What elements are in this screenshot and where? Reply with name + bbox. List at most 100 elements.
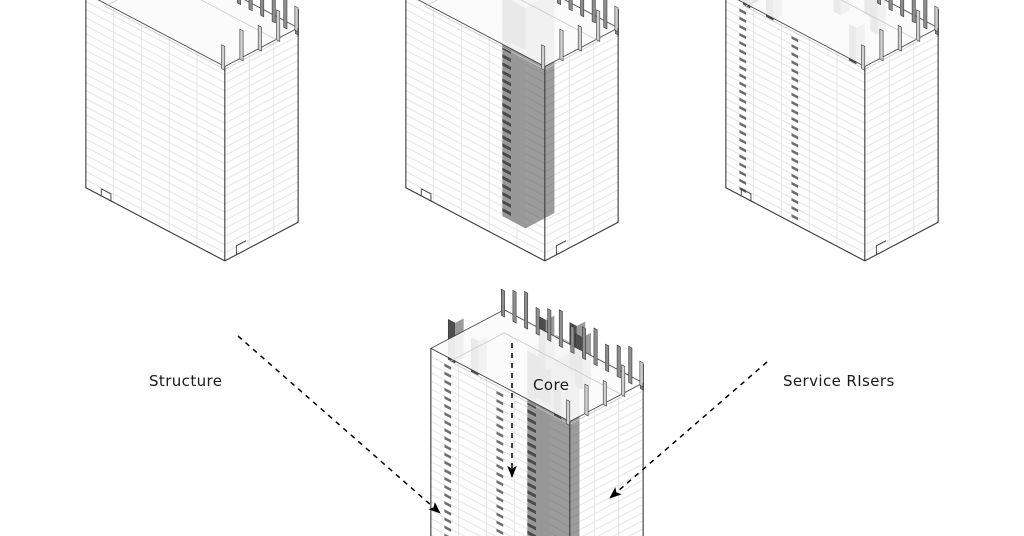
- riser-branch-tick: [791, 189, 799, 197]
- roof-column-stub: [591, 0, 596, 24]
- riser-branch-tick: [791, 141, 799, 148]
- core-floor-tick: [527, 433, 537, 442]
- core-floor-tick: [527, 409, 537, 418]
- core-floor-tick: [502, 135, 512, 144]
- riser-branch-tick: [444, 404, 452, 411]
- riser-branch-tick: [791, 133, 799, 140]
- roof-column-stub: [602, 379, 607, 407]
- core-floor-tick: [527, 457, 537, 466]
- roof-column-stub: [888, 0, 893, 12]
- riser-branch-tick: [496, 423, 504, 430]
- core-floor-tick: [502, 143, 512, 152]
- riser-branch-tick: [444, 387, 452, 395]
- riser-branch-tick: [496, 407, 504, 414]
- riser-branch-tick: [444, 476, 452, 484]
- riser-branch-tick: [444, 460, 452, 468]
- roof-column-stub: [596, 9, 601, 43]
- roof-column-stub: [568, 0, 573, 12]
- arrow-structure-to-assembly: [237, 335, 441, 514]
- roof-column-stub: [570, 325, 575, 355]
- riser-branch-tick: [791, 157, 799, 164]
- riser-branch-tick: [791, 60, 799, 67]
- riser-branch-tick: [444, 452, 452, 459]
- riser-branch-tick: [791, 173, 799, 181]
- riser-branch-tick: [739, 162, 747, 169]
- core-floor-tick: [502, 110, 512, 119]
- roof-column-stub: [257, 24, 262, 52]
- core-floor-tick: [527, 498, 537, 507]
- riser-branch-tick: [496, 488, 504, 495]
- riser-branch-tick: [791, 206, 799, 213]
- riser-branch-tick: [496, 415, 504, 422]
- riser-branch-tick: [496, 431, 504, 438]
- core-floor-tick: [502, 151, 512, 160]
- core-floor-tick: [502, 86, 512, 95]
- core-floor-tick: [502, 208, 512, 216]
- tower-core: [405, 0, 620, 262]
- core-floor-tick: [527, 514, 537, 523]
- roof-column-stub: [605, 343, 610, 373]
- roof-column-stub: [239, 28, 244, 62]
- riser-branch-tick: [444, 493, 452, 500]
- riser-branch-tick: [496, 480, 504, 487]
- tower-label-core: Core: [533, 376, 570, 394]
- riser-branch-tick: [739, 89, 747, 96]
- base-notch: [875, 240, 887, 255]
- riser-branch-tick: [496, 528, 504, 536]
- roof-column-stub: [276, 9, 281, 43]
- core-floor-tick: [527, 490, 537, 499]
- riser-branch-tick: [739, 105, 747, 113]
- riser-branch-tick: [444, 501, 452, 508]
- floor-slab-line: [430, 509, 481, 536]
- roof-column-stub: [580, 0, 585, 18]
- tower-outline: [405, 0, 619, 262]
- core-floor-tick: [502, 175, 512, 184]
- core-floor-tick: [502, 62, 512, 71]
- core-floor-tick: [502, 159, 512, 168]
- riser-branch-tick: [739, 121, 747, 129]
- riser-branch-tick: [791, 52, 799, 59]
- core-floor-tick: [502, 183, 512, 192]
- riser-branch-tick: [496, 496, 504, 503]
- riser-branch-tick: [444, 412, 452, 419]
- tower-outline: [725, 0, 939, 262]
- arrow-risers-to-assembly: [609, 361, 768, 499]
- roof-column-stub: [283, 0, 288, 30]
- roof-column-stub: [923, 0, 928, 30]
- riser-branch-tick: [444, 436, 452, 443]
- roof-column-stub: [879, 28, 884, 62]
- arrows-layer: [237, 335, 768, 514]
- roof-column-stub: [524, 290, 529, 330]
- roof-column-stub: [512, 289, 517, 324]
- tower-face-left: [85, 0, 225, 261]
- tower-outline: [85, 0, 299, 262]
- core-floor-tick: [527, 465, 537, 474]
- riser-branch-tick: [496, 447, 504, 455]
- riser-branch-tick: [739, 130, 747, 137]
- roof-column-stub: [248, 0, 253, 12]
- core-floor-tick: [502, 94, 512, 103]
- riser-branch-tick: [444, 533, 449, 536]
- riser-branch-tick: [791, 100, 799, 108]
- roof-column-stub: [628, 345, 633, 385]
- core-floor-tick: [502, 191, 512, 200]
- core-floor-tick: [502, 102, 512, 111]
- riser-branch-tick: [739, 138, 747, 145]
- riser-branch-tick: [496, 512, 504, 519]
- roof-column-stub: [557, 0, 561, 6]
- core-floor-tick: [502, 127, 512, 135]
- riser-branch-tick: [739, 57, 747, 64]
- base-notch: [555, 240, 567, 255]
- tower-service-risers: [725, 0, 940, 262]
- tower-structure: [85, 0, 300, 262]
- riser-branch-tick: [496, 455, 504, 463]
- riser-branch-tick: [444, 363, 452, 370]
- riser-branch-tick: [791, 76, 799, 83]
- riser-branch-tick: [739, 170, 747, 177]
- riser-branch-tick: [791, 116, 799, 124]
- riser-branch-tick: [739, 49, 747, 56]
- riser-branch-tick: [496, 504, 504, 511]
- riser-branch-tick: [791, 149, 799, 156]
- roof-column-stub: [260, 0, 265, 18]
